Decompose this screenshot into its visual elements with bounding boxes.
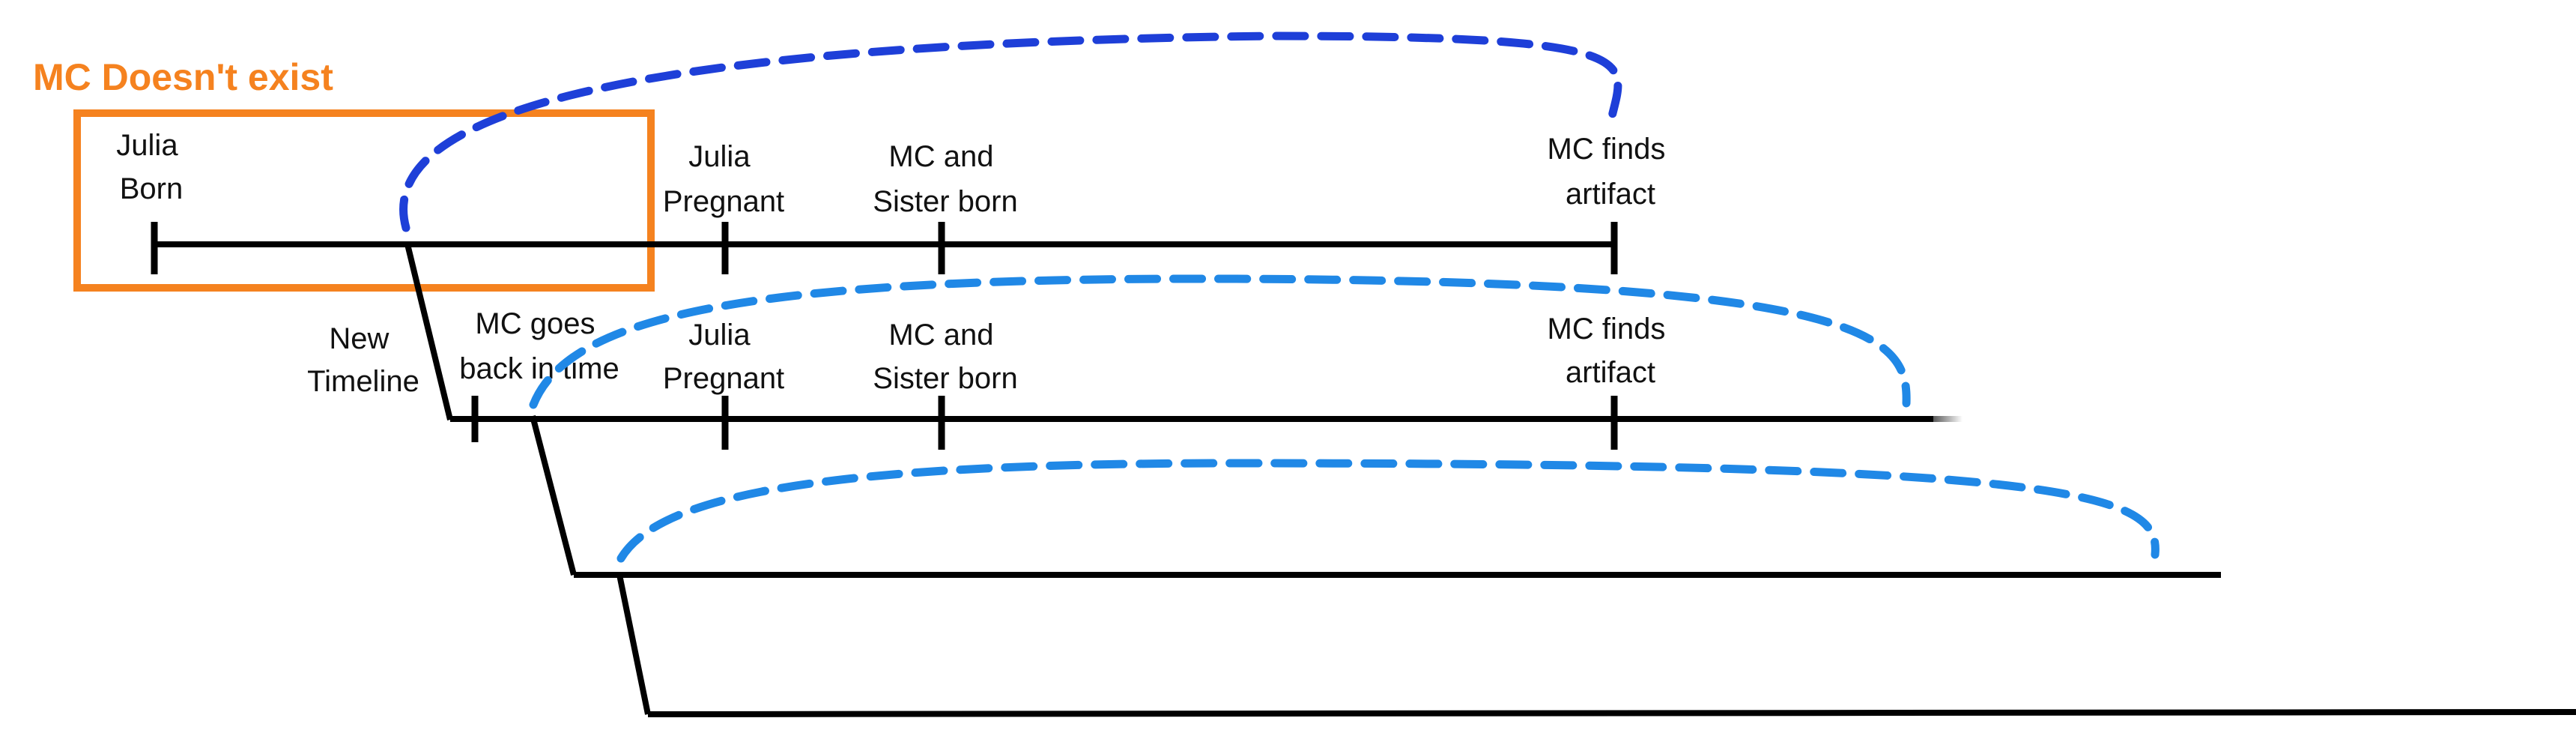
- label-new-timeline: New Timeline: [307, 322, 419, 398]
- label-mc-finds-artifact-2: MC finds artifact: [1548, 313, 1674, 389]
- label-mc-finds-artifact-1: MC finds artifact: [1548, 133, 1674, 211]
- mc-doesnt-exist-title: MC Doesn't exist: [33, 56, 333, 98]
- timeline-4: [647, 709, 2576, 717]
- branch-connector-3: [616, 574, 651, 715]
- label-mc-sister-born-1: MC and Sister born: [873, 140, 1017, 218]
- timeline-2: [450, 416, 1933, 422]
- time-loop-2: [529, 274, 1911, 409]
- time-loop-3: [616, 459, 2160, 563]
- timeline-2-fade: [1918, 416, 1963, 422]
- label-julia-pregnant-1: Julia Pregnant: [663, 140, 784, 218]
- mc-doesnt-exist-box: [73, 109, 655, 292]
- label-julia-pregnant-2: Julia Pregnant: [663, 319, 784, 395]
- time-loop-1: [399, 31, 1622, 232]
- branch-connector-2: [530, 414, 577, 576]
- label-julia-born: Julia Born: [116, 129, 186, 205]
- label-mc-sister-born-2: MC and Sister born: [873, 319, 1017, 395]
- label-mc-goes-back: MC goes back in time: [459, 307, 619, 385]
- branch-connector-1: [404, 244, 453, 420]
